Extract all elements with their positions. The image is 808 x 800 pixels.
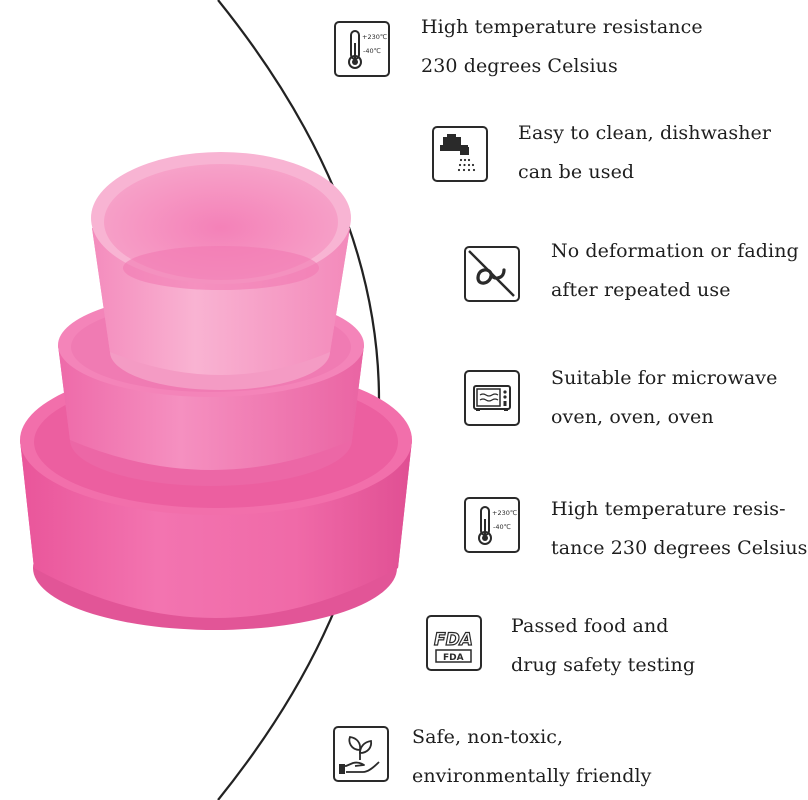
- thermometer-icon: +230℃ -40℃: [464, 497, 520, 553]
- svg-text:-40℃: -40℃: [363, 47, 381, 55]
- feature-line: tance 230 degrees Celsius: [551, 537, 808, 559]
- svg-text:-40℃: -40℃: [493, 523, 511, 531]
- plant-hand-icon: [333, 726, 389, 782]
- svg-text:+230℃: +230℃: [362, 33, 387, 41]
- feature-line: Easy to clean, dishwasher: [518, 122, 772, 144]
- feature-line: Passed food and: [511, 615, 669, 637]
- microwave-icon: [464, 370, 520, 426]
- small-pan: [91, 152, 351, 390]
- feature-line: High temperature resistance: [421, 16, 703, 38]
- fda-icon: FDA FDA: [426, 615, 482, 671]
- feature-line: No deformation or fading: [551, 240, 799, 262]
- feature-line: environmentally friendly: [412, 765, 652, 787]
- feature-line: drug safety testing: [511, 654, 696, 676]
- feature-line: Suitable for microwave: [551, 367, 778, 389]
- feature-line: Safe, non-toxic,: [412, 726, 564, 748]
- svg-text:+230℃: +230℃: [492, 509, 517, 517]
- feature-line: oven, oven, oven: [551, 406, 714, 428]
- feature-line: High temperature resis-: [551, 498, 786, 520]
- svg-text:FDA: FDA: [443, 653, 464, 663]
- no-deformation-icon: [464, 246, 520, 302]
- thermometer-icon: +230℃ -40℃: [334, 21, 390, 77]
- faucet-icon: [432, 126, 488, 182]
- feature-line: can be used: [518, 161, 635, 183]
- feature-line: 230 degrees Celsius: [421, 55, 618, 77]
- feature-line: after repeated use: [551, 279, 731, 301]
- svg-text:FDA: FDA: [434, 630, 473, 650]
